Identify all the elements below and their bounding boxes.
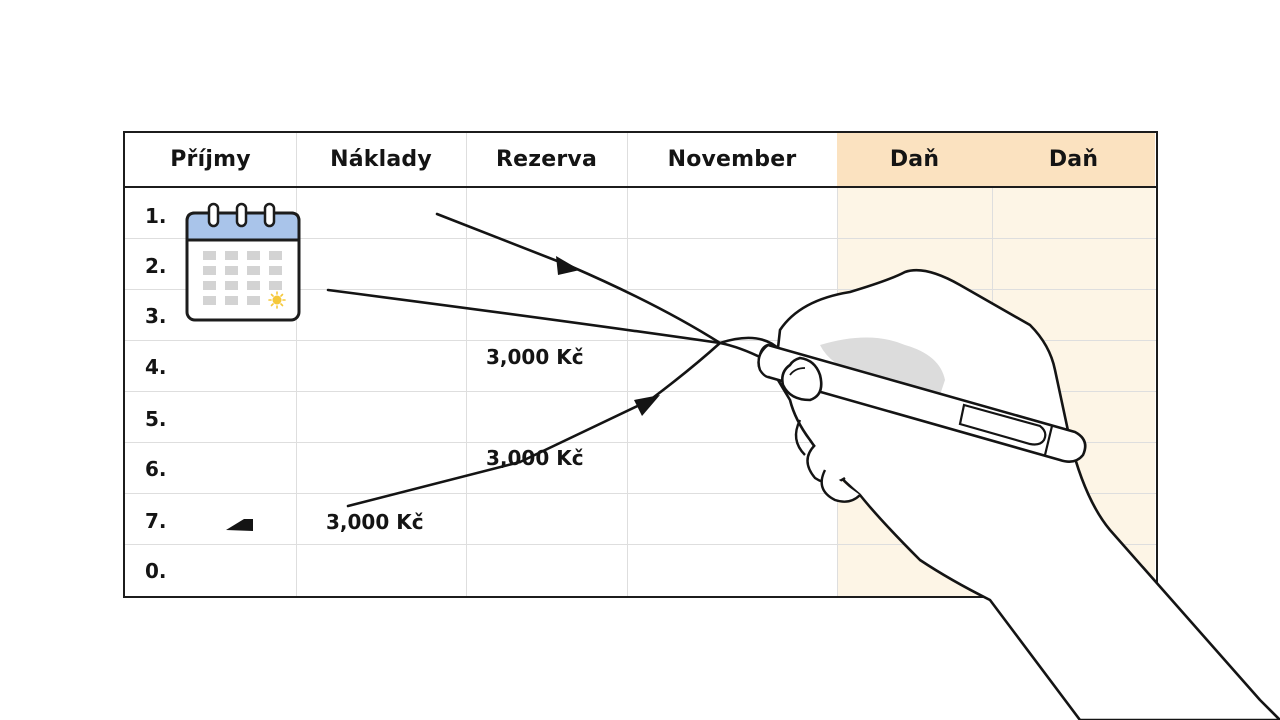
header-row: Příjmy Náklady Rezerva November Daň Daň	[125, 133, 1156, 188]
column-header-naklady[interactable]: Náklady	[330, 147, 432, 172]
column-divider	[466, 133, 467, 596]
hand-holding-pen	[757, 268, 1280, 720]
arrowhead-icon	[634, 395, 660, 416]
row-divider	[125, 340, 1156, 341]
column-header-dan-2[interactable]: Daň	[1048, 147, 1099, 172]
cell-naklady-row-7[interactable]: 3,000 Kč	[326, 510, 424, 534]
pen-icon	[757, 343, 1087, 463]
calendar-icon	[185, 202, 301, 322]
column-divider	[627, 133, 628, 596]
arrowhead-icon	[556, 256, 580, 275]
sun-icon	[268, 291, 286, 309]
column-divider	[296, 133, 297, 596]
row-number: 5.	[145, 407, 167, 431]
row-number: 7.	[145, 509, 167, 533]
tax-header-shading	[837, 133, 1155, 186]
row-number: 4.	[145, 355, 167, 379]
cell-marker-icon	[226, 519, 253, 531]
row-divider	[125, 544, 1156, 545]
column-header-november[interactable]: November	[667, 147, 797, 172]
cell-rezerva-row-4[interactable]: 3,000 Kč	[486, 345, 584, 369]
row-divider	[125, 493, 1156, 494]
row-number: 3.	[145, 304, 167, 328]
row-number: 1.	[145, 204, 167, 228]
row-number: 0.	[145, 559, 167, 583]
row-number: 2.	[145, 254, 167, 278]
row-number: 6.	[145, 457, 167, 481]
row-divider	[125, 238, 1156, 239]
column-header-dan-1[interactable]: Daň	[889, 147, 940, 172]
column-header-prijmy[interactable]: Příjmy	[170, 147, 251, 172]
row-divider	[125, 289, 1156, 290]
row-divider	[125, 442, 1156, 443]
column-header-rezerva[interactable]: Rezerva	[495, 147, 598, 172]
arrow-lines	[326, 212, 782, 508]
row-divider	[125, 391, 1156, 392]
